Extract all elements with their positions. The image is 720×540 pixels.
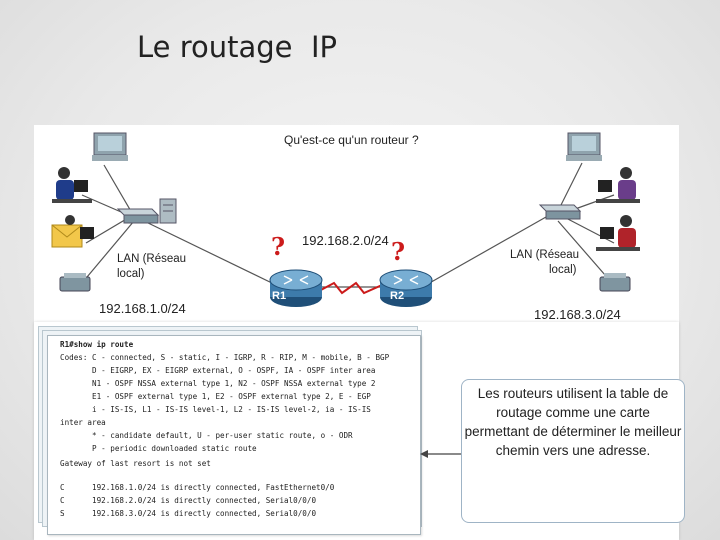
callout-line: routage comme une carte [496, 405, 650, 420]
cli-line: N1 - OSPF NSSA external type 1, N2 - OSP… [60, 379, 376, 388]
route-entry: S 192.168.3.0/24 is directly connected, … [60, 509, 317, 518]
cli-line: Gateway of last resort is not set [60, 459, 211, 468]
pc-icon [92, 132, 128, 161]
router-r2-icon [379, 269, 433, 307]
left-lan-label-line1: LAN (Réseau [117, 253, 187, 265]
cli-line: E1 - OSPF external type 1, E2 - OSPF ext… [60, 392, 371, 401]
callout-line: permettant de déterminer le meilleur [464, 424, 682, 439]
user-workstation-icon [596, 167, 640, 203]
user-workstation-icon [596, 215, 640, 251]
cli-line: i - IS-IS, L1 - IS-IS level-1, L2 - IS-I… [60, 405, 371, 414]
route-entry: C 192.168.2.0/24 is directly connected, … [60, 496, 317, 505]
email-user-icon [51, 215, 94, 248]
explanation-callout: Les routeurs utilisent la table de routa… [461, 379, 685, 523]
question-mark-icon: ? [271, 232, 286, 261]
right-lan-label-line1: LAN (Réseau [510, 249, 580, 261]
route-entry: C 192.168.1.0/24 is directly connected, … [60, 483, 335, 492]
right-lan-label-line2: local) [549, 264, 577, 276]
server-icon [159, 198, 177, 224]
router-r2-label: R2 [390, 290, 405, 302]
terminal-window: R1#show ip route Codes: C - connected, S… [47, 335, 421, 535]
cli-command: R1#show ip route [60, 340, 134, 349]
router-r1-label: R1 [272, 290, 287, 302]
question-mark-icon: ? [391, 237, 406, 266]
left-lan-network: 192.168.1.0/24 [99, 301, 186, 316]
cli-line: P - periodic downloaded static route [60, 444, 257, 453]
slide-title: Le routage IP [137, 30, 337, 64]
arrow-left-icon [420, 450, 462, 458]
pc-icon [566, 132, 602, 161]
diagram-heading: Qu'est-ce qu'un routeur ? [284, 133, 419, 147]
callout-line: chemin vers une adresse. [495, 443, 651, 458]
cli-line: D - EIGRP, EX - EIGRP external, O - OSPF… [60, 366, 376, 375]
link-network-label: 192.168.2.0/24 [302, 233, 389, 248]
ip-phone-icon [599, 273, 631, 292]
left-lan-label-line2: local) [117, 268, 145, 280]
router-r1-icon [269, 269, 323, 307]
switch-icon [538, 204, 582, 220]
callout-line: Les routeurs utilisent la table de [477, 386, 669, 401]
switch-icon [116, 208, 160, 224]
ip-phone-icon [59, 273, 91, 292]
network-diagram: Qu'est-ce qu'un routeur ? ? ? 192.168.2.… [34, 125, 679, 330]
cli-line: * - candidate default, U - per-user stat… [60, 431, 353, 440]
cli-line: inter area [60, 418, 106, 427]
user-workstation-icon [52, 167, 92, 203]
right-lan-network: 192.168.3.0/24 [534, 307, 621, 322]
cli-line: Codes: C - connected, S - static, I - IG… [60, 353, 390, 362]
